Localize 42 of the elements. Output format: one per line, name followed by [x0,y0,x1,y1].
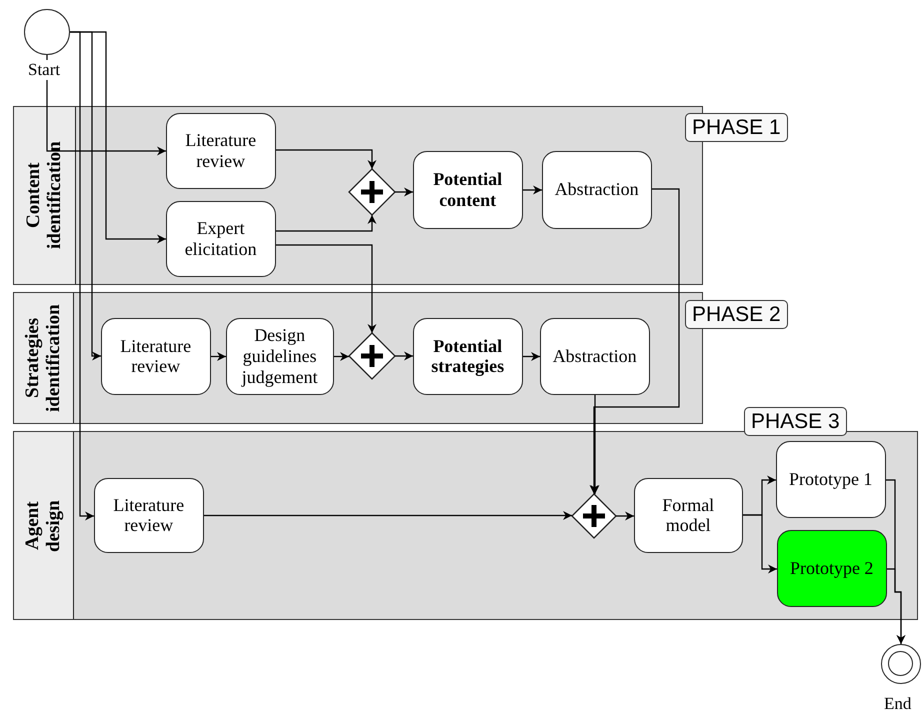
task-box: Literature review [94,478,204,553]
task-box: Expert elicitation [166,200,276,277]
task-box: Literature review [100,318,211,395]
arrow [276,215,376,232]
arrow [395,352,413,360]
arrow [70,31,94,520]
task-box: Formal model [634,478,743,553]
parallel-gateway [572,494,616,538]
task-box: Prototype 1 [776,440,886,518]
result-box: Potential strategies [412,318,523,395]
phase-tag: PHASE 3 [744,407,847,436]
arrow [523,186,542,194]
event-label: Start [28,60,60,80]
arrow [46,55,166,156]
arrow [616,512,634,520]
arrow [276,149,376,169]
arrow [887,568,906,644]
task-box: Literature review [166,112,276,189]
phase-tag: PHASE 1 [685,113,788,142]
lane-title: Content identification [24,140,66,252]
task-box: Abstraction [542,150,652,229]
parallel-gateway [348,168,395,215]
arrow [204,511,572,520]
lane-title: Strategies identification [22,303,64,414]
result-box: Potential content [412,150,523,229]
phase-tag: PHASE 2 [685,300,788,329]
task-box: Prototype 2 [776,530,887,607]
start-event-circle [24,9,70,55]
lane-title: Agent design [22,498,64,554]
arrow [276,244,376,333]
task-box: Design guidelines judgement [226,318,334,395]
task-box: Abstraction [540,318,650,395]
parallel-gateway [348,332,395,379]
swimlane [13,431,918,620]
arrow [395,188,413,196]
arrow [743,514,777,574]
end-event-circle [881,644,921,684]
arrow [211,352,226,361]
arrow [334,352,349,361]
arrow [590,188,680,494]
arrow [590,395,600,494]
arrow [523,352,540,361]
